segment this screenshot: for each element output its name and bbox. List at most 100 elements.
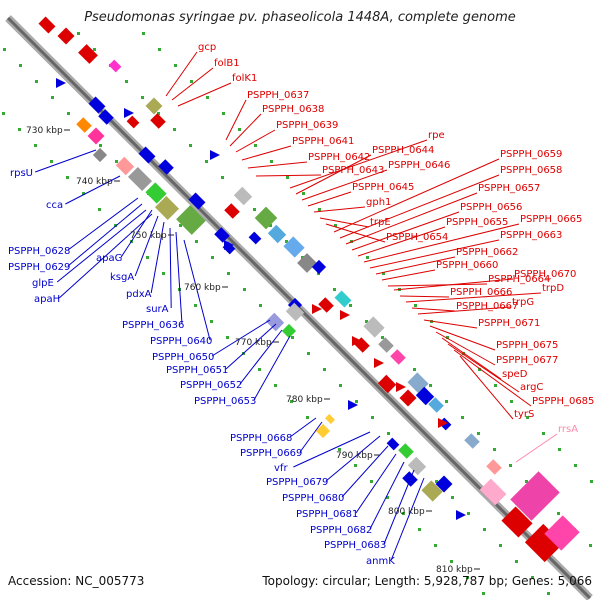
scale-label: 730 kbp: [26, 126, 63, 136]
leader-line: [255, 174, 322, 177]
gc-dot: [210, 320, 213, 323]
leader-line: [453, 349, 532, 407]
gc-dot: [302, 192, 305, 195]
gc-dot: [354, 464, 357, 467]
gene-label: tyrS: [514, 409, 534, 420]
gc-dot: [366, 256, 369, 259]
gene-label: PSPPH_0629: [8, 262, 70, 273]
gc-dot: [451, 496, 454, 499]
gc-dot: [323, 368, 326, 371]
gene-label: PSPPH_0656: [460, 202, 522, 213]
gene-arrow: [224, 240, 234, 250]
gene-label: PSPPH_0668: [230, 433, 292, 444]
gc-dot: [286, 176, 289, 179]
gc-dot: [467, 512, 470, 515]
leader-line: [169, 227, 172, 309]
leader-line: [387, 283, 488, 287]
gc-dot: [2, 112, 5, 115]
leader-line: [375, 256, 456, 275]
leader-line: [301, 169, 388, 201]
gene-label: PSPPH_0646: [388, 160, 450, 171]
gc-dot: [162, 272, 165, 275]
leader-line: [393, 278, 514, 291]
gc-dot: [114, 224, 117, 227]
gc-dot: [557, 512, 560, 515]
gene-label: cca: [46, 200, 63, 211]
gene-label: PSPPH_0641: [292, 136, 354, 147]
gene-arrow: [340, 310, 350, 320]
leader-line: [289, 417, 317, 438]
gc-dot: [227, 272, 230, 275]
leader-line: [325, 223, 386, 243]
gene-label: gph1: [366, 197, 391, 208]
gene-feature: [248, 231, 262, 245]
gene-feature: [87, 127, 105, 145]
gc-dot: [99, 144, 102, 147]
gene-label: apaH: [34, 294, 60, 305]
gene-feature: [334, 290, 352, 308]
gene-label: PSPPH_0683: [324, 540, 386, 551]
gene-feature: [398, 443, 414, 459]
gc-dot: [525, 480, 528, 483]
leader-line: [120, 209, 153, 258]
gene-feature: [154, 195, 180, 221]
gc-dot: [478, 368, 481, 371]
gene-feature: [214, 227, 230, 243]
scale-label: 770 kbp: [235, 338, 272, 348]
gc-dot: [429, 384, 432, 387]
gc-dot: [370, 480, 373, 483]
gene-feature: [510, 471, 560, 521]
gc-dot: [301, 256, 304, 259]
gene-feature: [464, 433, 480, 449]
gc-dot: [510, 400, 513, 403]
leader-line: [35, 149, 97, 173]
gene-feature: [233, 186, 253, 206]
gene-label: rpe: [428, 130, 445, 141]
gene-label: PSPPH_0643: [322, 165, 384, 176]
gene-feature: [311, 259, 327, 275]
gene-label: PSPPH_0660: [436, 260, 498, 271]
gc-dot: [418, 528, 421, 531]
gene-label: PSPPH_0637: [247, 90, 309, 101]
leader-line: [363, 223, 520, 263]
gene-label: ksgA: [110, 272, 134, 283]
leader-line: [225, 323, 277, 370]
leader-line: [341, 445, 389, 498]
gene-arrow: [56, 78, 66, 88]
gc-dot: [82, 192, 85, 195]
gene-feature: [524, 523, 564, 563]
gc-dot: [226, 336, 229, 339]
gc-dot: [589, 544, 592, 547]
gene-feature: [254, 206, 278, 230]
gc-dot: [259, 304, 262, 307]
gc-dot: [274, 384, 277, 387]
gene-label: PSPPH_0664: [488, 274, 550, 285]
gene-feature: [407, 456, 427, 476]
gc-dot: [466, 576, 469, 579]
gene-feature: [399, 389, 417, 407]
gc-dot: [318, 208, 321, 211]
gene-feature: [150, 113, 166, 129]
gene-feature: [38, 16, 56, 34]
gc-dot: [526, 416, 529, 419]
gc-dot: [142, 32, 145, 35]
leader-line: [241, 145, 292, 161]
gc-dot: [174, 64, 177, 67]
gene-label: folK1: [232, 73, 257, 84]
gc-dot: [189, 144, 192, 147]
gc-dot: [77, 32, 80, 35]
gc-dot: [206, 96, 209, 99]
gc-dot: [461, 416, 464, 419]
gene-label: PSPPH_0654: [386, 232, 448, 243]
gc-dot: [450, 560, 453, 563]
gene-arrow: [396, 382, 406, 392]
leader-line: [183, 239, 211, 341]
leader-line: [293, 431, 371, 468]
gene-label: PSPPH_0655: [446, 217, 508, 228]
gene-label: PSPPH_0657: [478, 183, 540, 194]
gc-dot: [285, 240, 288, 243]
leader-line: [67, 203, 143, 267]
gc-dot: [371, 416, 374, 419]
gc-dot: [238, 128, 241, 131]
